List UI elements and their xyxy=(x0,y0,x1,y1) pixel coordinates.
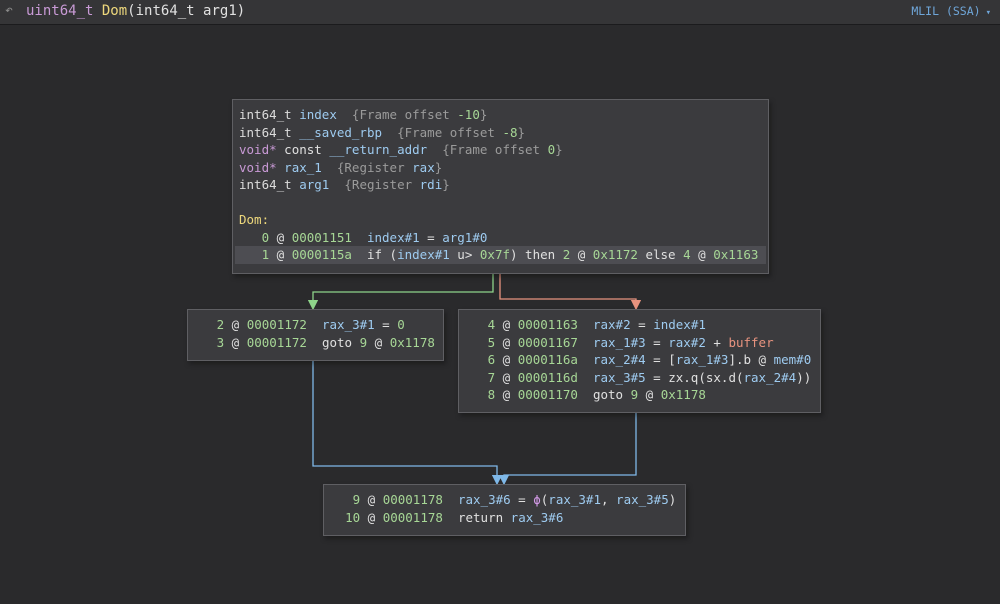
il-line-7[interactable]: 7 @ 0000116d rax_3#5 = zx.q(sx.d(rax_2#4… xyxy=(487,369,812,385)
function-header: ↶ uint64_t Dom(int64_t arg1) MLIL (SSA) ▾ xyxy=(0,0,1000,25)
il-line-5[interactable]: 5 @ 00001167 rax_1#3 = rax#2 + buffer xyxy=(487,334,774,350)
spacer xyxy=(239,194,762,212)
il-line-10[interactable]: 10 @ 00001178 return rax_3#6 xyxy=(345,509,564,525)
il-view-select[interactable]: MLIL (SSA) ▾ xyxy=(911,4,991,18)
var-decl-rax-1[interactable]: void* rax_1 {Register rax} xyxy=(239,159,443,175)
edge-true-to-exit xyxy=(312,361,503,486)
block-label[interactable]: Dom: xyxy=(239,212,270,227)
var-decl-index[interactable]: int64_t index {Frame offset -10} xyxy=(239,107,488,122)
cfg-edges xyxy=(307,274,642,486)
edge-false xyxy=(499,274,642,311)
chevron-down-icon: ▾ xyxy=(985,8,991,18)
false-branch-block[interactable]: 4 @ 00001163 rax#2 = index#1 5 @ 0000116… xyxy=(458,309,821,413)
il-line-8[interactable]: 8 @ 00001170 goto 9 @ 0x1178 xyxy=(487,387,706,402)
il-line-0[interactable]: 0 @ 00001151 index#1 = arg1#0 xyxy=(261,229,488,245)
history-icon[interactable]: ↶ xyxy=(5,3,13,18)
function-name: Dom xyxy=(101,3,128,19)
il-line-1-selected[interactable]: 1 @ 0000115a if (index#1 u> 0x7f) then 2… xyxy=(235,246,766,264)
il-line-9[interactable]: 9 @ 00001178 rax_3#6 = ϕ(rax_3#1, rax_3#… xyxy=(352,492,677,507)
return-type: uint64_t xyxy=(26,3,94,19)
var-decl-arg1[interactable]: int64_t arg1 {Register rdi} xyxy=(239,177,450,192)
exit-block[interactable]: 9 @ 00001178 rax_3#6 = ϕ(rax_3#1, rax_3#… xyxy=(323,484,686,536)
var-decl-return-addr[interactable]: void* const __return_addr {Frame offset … xyxy=(239,142,563,157)
edge-false-to-exit xyxy=(498,413,637,486)
il-line-6[interactable]: 6 @ 0000116a rax_2#4 = [rax_1#3].b @ mem… xyxy=(487,352,812,367)
entry-block[interactable]: int64_t index {Frame offset -10} int64_t… xyxy=(232,99,769,274)
il-line-3[interactable]: 3 @ 00001172 goto 9 @ 0x1178 xyxy=(216,334,435,350)
var-decl-saved-rbp[interactable]: int64_t __saved_rbp {Frame offset -8} xyxy=(239,124,526,140)
edge-true xyxy=(307,274,494,311)
function-signature[interactable]: uint64_t Dom(int64_t arg1) xyxy=(26,3,245,19)
il-line-4[interactable]: 4 @ 00001163 rax#2 = index#1 xyxy=(487,317,706,332)
true-branch-block[interactable]: 2 @ 00001172 rax_3#1 = 0 3 @ 00001172 go… xyxy=(187,309,444,361)
graph-canvas[interactable]: int64_t index {Frame offset -10} int64_t… xyxy=(0,25,1000,604)
function-params: (int64_t arg1) xyxy=(127,3,246,19)
il-view-label: MLIL (SSA) xyxy=(911,4,981,18)
il-line-2[interactable]: 2 @ 00001172 rax_3#1 = 0 xyxy=(216,317,405,332)
